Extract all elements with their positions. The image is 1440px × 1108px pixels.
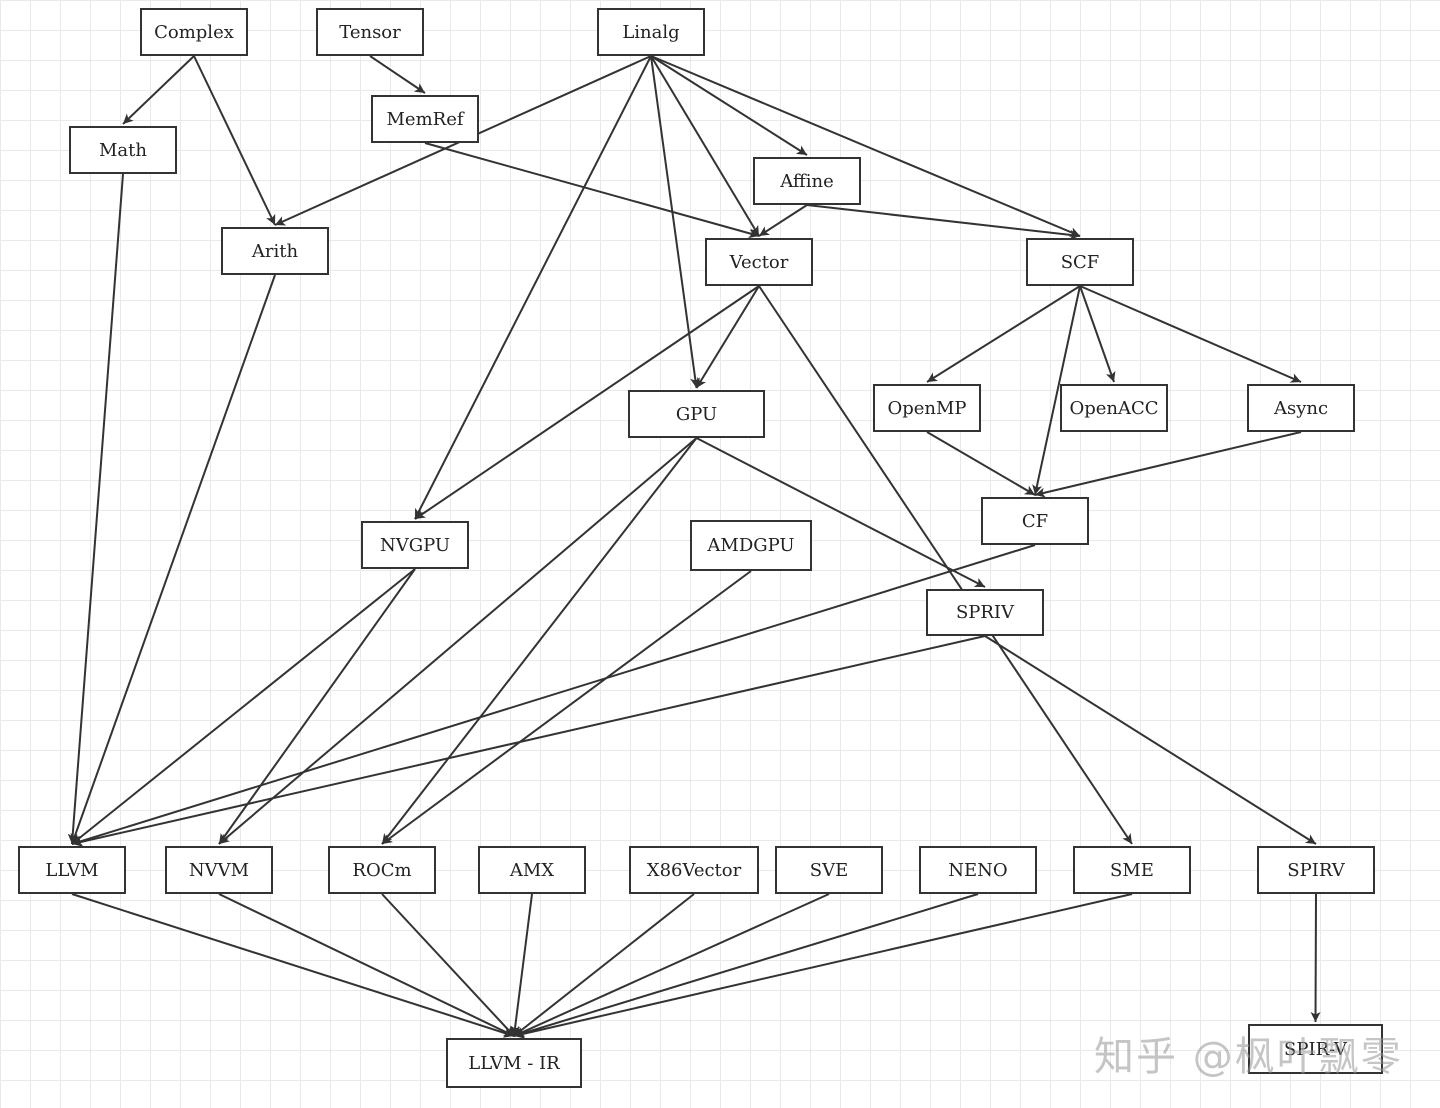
node-arith: Arith bbox=[221, 227, 329, 275]
node-llvm-ir: LLVM - IR bbox=[446, 1038, 582, 1088]
edge-gpu-to-spriv bbox=[696, 437, 986, 588]
edge-vector-to-gpu bbox=[695, 285, 760, 389]
edge-scf-to-openacc bbox=[1079, 285, 1116, 383]
edge-scf-to-cf bbox=[1032, 285, 1081, 496]
edge-linalg-to-scf bbox=[650, 55, 1081, 237]
node-sve: SVE bbox=[775, 846, 883, 894]
edge-openmp-to-cf bbox=[926, 431, 1036, 496]
node-nvvm: NVVM bbox=[165, 846, 273, 894]
node-vector: Vector bbox=[705, 238, 813, 286]
edge-complex-to-math bbox=[122, 55, 195, 125]
node-spir-v: SPIR-V bbox=[1248, 1024, 1383, 1074]
node-tensor: Tensor bbox=[316, 8, 424, 56]
edge-sme-to-llvmir bbox=[513, 893, 1133, 1039]
edge-spirv-to-spirvtail bbox=[1310, 893, 1321, 1023]
edge-linalg-to-affine bbox=[650, 55, 808, 156]
edge-affine-to-scf bbox=[806, 204, 1081, 240]
edge-affine-to-vector bbox=[758, 204, 808, 237]
edge-scf-to-async bbox=[1079, 285, 1302, 383]
edge-spriv-to-spirv bbox=[984, 635, 1317, 845]
edge-neno-to-llvmir bbox=[513, 893, 979, 1038]
node-spriv: SPRIV bbox=[926, 589, 1044, 636]
edge-arith-to-llvm bbox=[70, 274, 276, 845]
node-amdgpu: AMDGPU bbox=[690, 520, 812, 571]
node-neno: NENO bbox=[919, 846, 1037, 894]
node-memref: MemRef bbox=[371, 95, 479, 143]
edge-scf-to-openmp bbox=[926, 285, 1081, 383]
node-affine: Affine bbox=[753, 157, 861, 205]
edge-gpu-to-rocm bbox=[381, 437, 698, 845]
edge-amx-to-llvmir bbox=[510, 893, 533, 1037]
node-async: Async bbox=[1247, 384, 1355, 432]
edge-nvgpu-to-llvm bbox=[71, 568, 416, 845]
edge-spriv-to-llvm bbox=[71, 635, 986, 847]
node-openacc: OpenACC bbox=[1060, 384, 1168, 432]
edge-complex-to-arith bbox=[193, 55, 276, 226]
node-nvgpu: NVGPU bbox=[361, 521, 469, 569]
node-x86vector: X86Vector bbox=[629, 846, 759, 894]
node-scf: SCF bbox=[1026, 238, 1134, 286]
edge-nvvm-to-llvmir bbox=[218, 893, 515, 1037]
node-spirv: SPIRV bbox=[1257, 846, 1375, 894]
edge-tensor-to-memref bbox=[369, 55, 426, 94]
node-math: Math bbox=[69, 126, 177, 174]
edge-cf-to-llvm bbox=[71, 544, 1036, 846]
edge-llvm-to-llvmir bbox=[71, 893, 515, 1038]
edge-vector-to-nvgpu bbox=[414, 285, 760, 520]
edge-gpu-to-nvvm bbox=[218, 437, 698, 845]
node-linalg: Linalg bbox=[597, 8, 705, 56]
edge-linalg-to-gpu bbox=[650, 55, 701, 389]
node-complex: Complex bbox=[140, 8, 248, 56]
edge-amdgpu-to-rocm bbox=[381, 570, 752, 845]
edge-vector-to-sme bbox=[758, 285, 1133, 845]
edge-memref-to-vector bbox=[424, 142, 760, 239]
edge-linalg-to-nvgpu bbox=[414, 55, 652, 520]
edge-nvgpu-to-nvvm bbox=[218, 568, 416, 845]
edge-linalg-to-vector bbox=[650, 55, 760, 237]
node-rocm: ROCm bbox=[328, 846, 436, 894]
edge-rocm-to-llvmir bbox=[381, 893, 515, 1037]
edge-math-to-llvm bbox=[67, 173, 124, 845]
node-openmp: OpenMP bbox=[873, 384, 981, 432]
node-sme: SME bbox=[1073, 846, 1191, 894]
node-cf: CF bbox=[981, 497, 1089, 545]
node-gpu: GPU bbox=[628, 390, 765, 438]
node-amx: AMX bbox=[478, 846, 586, 894]
node-llvm: LLVM bbox=[18, 846, 126, 894]
edge-x86vector-to-llvmir bbox=[513, 893, 695, 1037]
edge-async-to-cf bbox=[1034, 431, 1302, 498]
edge-sve-to-llvmir bbox=[513, 893, 830, 1037]
